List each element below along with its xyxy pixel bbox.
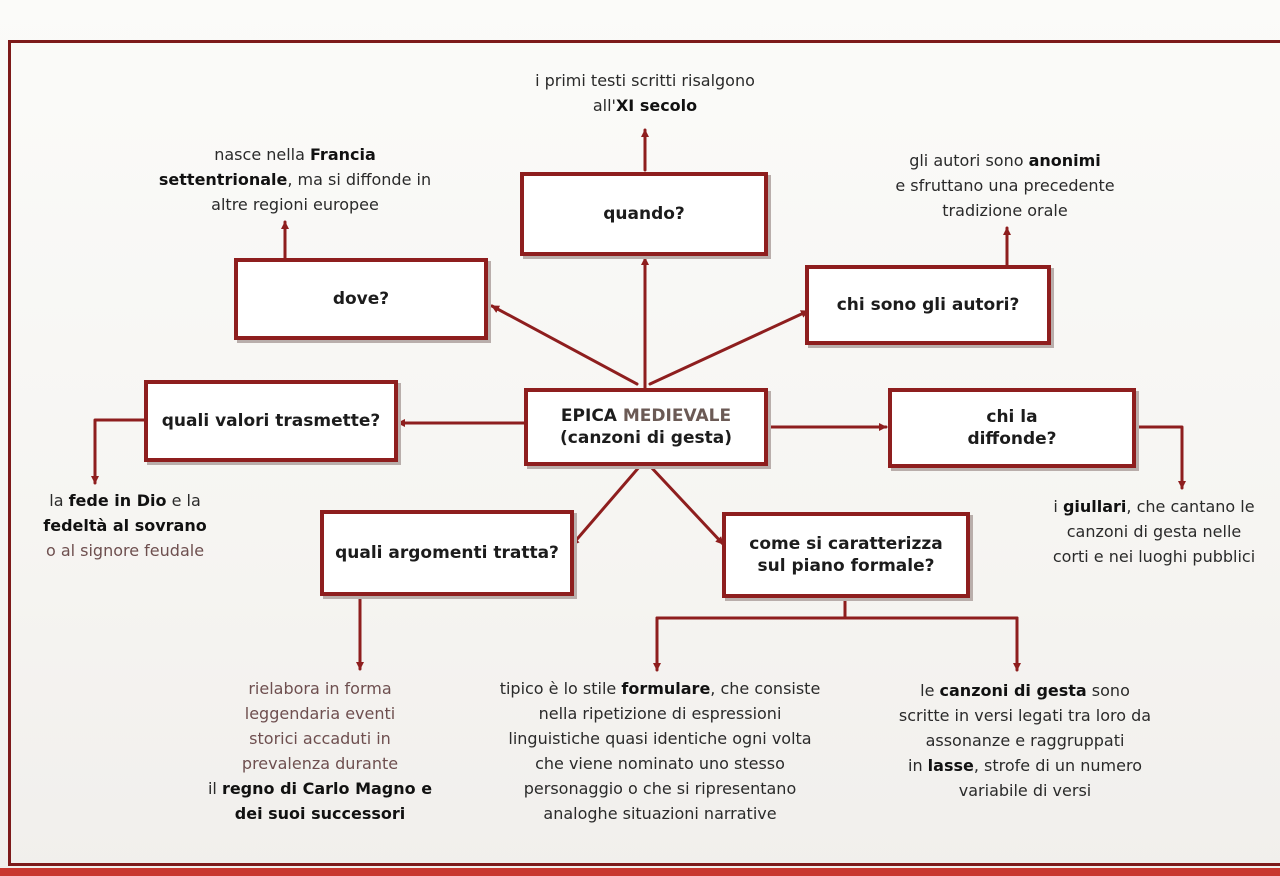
center-title-medievale: MEDIEVALE <box>622 405 732 426</box>
answer-versi-line1c: sono <box>1086 681 1130 700</box>
answer-quando-line2b: XI secolo <box>615 96 698 115</box>
answer-valori: la fede in Dio e la fedeltà al sovrano o… <box>20 488 230 563</box>
arrow-center-argomenti <box>570 464 642 547</box>
answer-argomenti: rielabora in forma leggendaria eventi st… <box>190 676 450 826</box>
answer-valori-line1a: la <box>49 491 69 510</box>
arrow-center-formale <box>648 464 725 546</box>
arrow-center-dove <box>490 304 639 386</box>
answer-autori-line2: e sfruttano una precedente <box>895 176 1115 195</box>
answer-versi: le canzoni di gesta sono scritte in vers… <box>880 678 1170 803</box>
answer-formulare-line1a: tipico è lo stile <box>499 679 622 698</box>
answer-formulare: tipico è lo stile formulare, che consist… <box>470 676 850 826</box>
answer-diffonde-line3: corti e nei luoghi pubblici <box>1052 547 1256 566</box>
answer-valori-line1c: e la <box>166 491 201 510</box>
question-formale-line1: come si caratterizza <box>749 533 943 554</box>
question-dove-label: dove? <box>332 288 390 309</box>
answer-dove-line2b: settentrionale <box>158 170 288 189</box>
center-title-epica: EPICA <box>560 405 617 426</box>
page-frame <box>8 40 1280 866</box>
answer-formulare-line1b: formulare <box>621 679 711 698</box>
question-box-argomenti: quali argomenti tratta? <box>320 510 574 596</box>
answer-valori-line1b: fede in Dio <box>68 491 167 510</box>
answer-quando: i primi testi scritti risalgono all'XI s… <box>475 68 815 118</box>
question-box-formale: come si caratterizza sul piano formale? <box>722 512 970 598</box>
answer-versi-line2: scritte in versi legati tra loro da <box>898 706 1152 725</box>
answer-valori-line3: o al signore feudale <box>45 541 205 560</box>
answer-quando-line1: i primi testi scritti risalgono <box>535 71 755 90</box>
answer-argomenti-line3: storici accaduti in <box>249 729 391 748</box>
answer-autori-line1a: gli autori sono <box>909 151 1029 170</box>
arrow-center-autori <box>648 309 810 386</box>
question-box-valori: quali valori trasmette? <box>144 380 398 462</box>
question-argomenti-label: quali argomenti tratta? <box>335 542 559 563</box>
answer-valori-line2: fedeltà al sovrano <box>43 516 207 535</box>
question-formale-line2: sul piano formale? <box>757 556 935 576</box>
answer-dove: nasce nella Francia settentrionale, ma s… <box>150 142 440 217</box>
answer-dove-line2c: , ma si diffonde in <box>287 170 432 189</box>
question-diffonde-line2: diffonde? <box>967 429 1057 449</box>
answer-versi-line4c: , strofe di un numero <box>973 756 1142 775</box>
answer-dove-line1b: Francia <box>310 145 376 164</box>
answer-formulare-line1c: , che consiste <box>710 679 821 698</box>
answer-autori: gli autori sono anonimi e sfruttano una … <box>855 148 1155 223</box>
question-autori-label: chi sono gli autori? <box>836 294 1020 315</box>
question-box-dove: dove? <box>234 258 488 340</box>
answer-autori-line3: tradizione orale <box>942 201 1068 220</box>
answer-formulare-line4: che viene nominato uno stesso <box>535 754 785 773</box>
answer-dove-line1a: nasce nella <box>214 145 311 164</box>
answer-versi-line1a: le <box>920 681 940 700</box>
answer-argomenti-line2: leggendaria eventi <box>244 704 396 723</box>
bottom-strip <box>0 868 1280 876</box>
answer-argomenti-line5b: regno di Carlo Magno e <box>221 779 433 798</box>
question-diffonde-line1: chi la <box>986 406 1038 427</box>
answer-formulare-line2: nella ripetizione di espressioni <box>538 704 782 723</box>
question-box-autori: chi sono gli autori? <box>805 265 1051 345</box>
question-valori-label: quali valori trasmette? <box>161 410 381 431</box>
answer-autori-line1b: anonimi <box>1028 151 1101 170</box>
answer-diffonde-line1c: , che cantano le <box>1126 497 1255 516</box>
answer-versi-line4b: lasse <box>927 756 974 775</box>
answer-argomenti-line4: prevalenza durante <box>241 754 399 773</box>
answer-formulare-line6: analoghe situazioni narrative <box>543 804 777 823</box>
answer-versi-line5: variabile di versi <box>958 781 1092 800</box>
answer-argomenti-line1: rielabora in forma <box>248 679 392 698</box>
answer-formulare-line5: personaggio o che si ripresentano <box>523 779 797 798</box>
answer-diffonde-line2: canzoni di gesta nelle <box>1066 522 1242 541</box>
answer-versi-line4a: in <box>908 756 928 775</box>
center-box: EPICA MEDIEVALE (canzoni di gesta) <box>524 388 768 466</box>
question-box-diffonde: chi la diffonde? <box>888 388 1136 468</box>
answer-quando-line2a: all' <box>592 96 616 115</box>
question-quando-label: quando? <box>603 203 685 224</box>
answer-diffonde-line1a: i <box>1053 497 1063 516</box>
answer-diffonde-line1b: giullari <box>1062 497 1127 516</box>
answer-formulare-line3: linguistiche quasi identiche ogni volta <box>508 729 812 748</box>
answer-versi-line1b: canzoni di gesta <box>939 681 1087 700</box>
answer-versi-line3: assonanze e raggruppati <box>925 731 1125 750</box>
answer-dove-line3: altre regioni europee <box>211 195 379 214</box>
question-box-quando: quando? <box>520 172 768 256</box>
answer-argomenti-line6: dei suoi successori <box>234 804 406 823</box>
answer-diffonde: i giullari, che cantano le canzoni di ge… <box>1030 494 1278 569</box>
arrow-diffonde-answer <box>1136 425 1186 490</box>
answer-argomenti-line5a: il <box>207 779 222 798</box>
center-subtitle: (canzoni di gesta) <box>560 428 732 448</box>
arrow-valori-answer <box>91 418 148 485</box>
